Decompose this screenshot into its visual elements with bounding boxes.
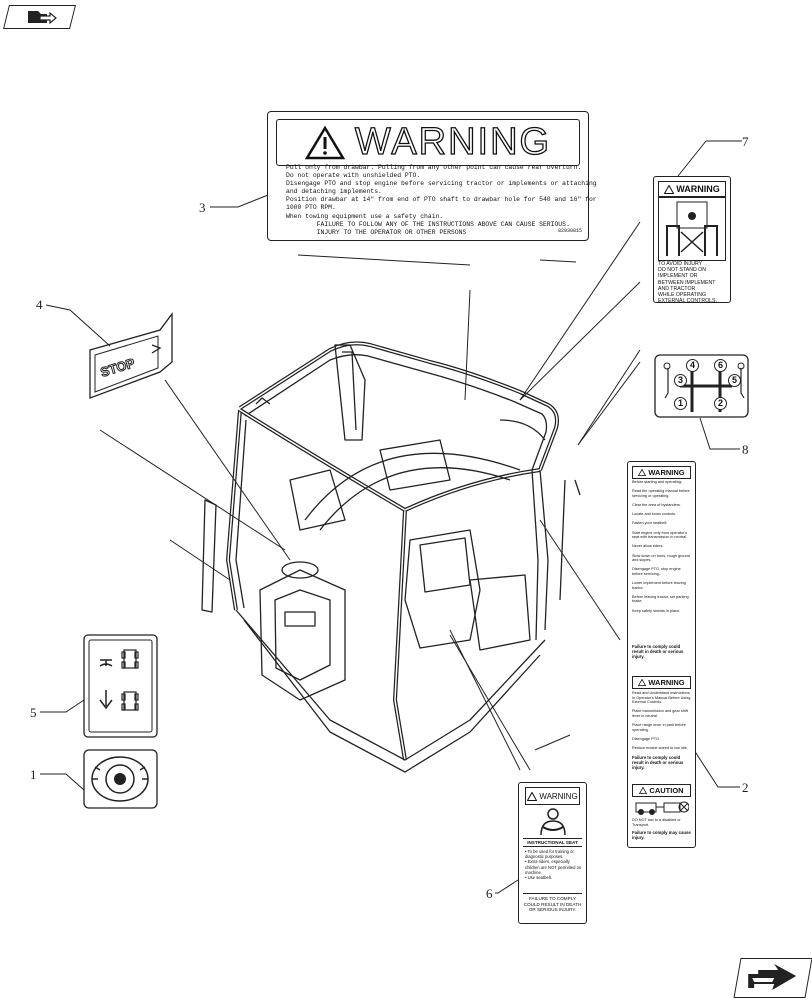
tractor-icon (666, 201, 718, 256)
decal-3-body: Pull only from drawbar. Pulling from any… (286, 164, 597, 236)
seatbelt-icon (540, 808, 566, 836)
decal-2-header-3: CAUTION (632, 784, 691, 797)
callout-8: 8 (742, 442, 749, 457)
warning-triangle-icon (664, 184, 675, 194)
decal-5-transport-symbols (83, 634, 158, 738)
decal-2-header-2: WARNING (632, 676, 691, 689)
decal-7-pictogram (658, 197, 726, 261)
decal-1-round-symbol (83, 749, 158, 809)
decal-7-warning-external-controls: WARNING TO AVOID INJURY DO NOT STAND ON … (653, 176, 731, 305)
tractor-icon (121, 649, 139, 711)
decal-3-code: 82930815 (557, 228, 582, 234)
callout-3: 3 (199, 200, 206, 215)
callout-1: 1 (30, 767, 37, 782)
callout-6: 6 (486, 886, 493, 901)
callout-5: 5 (30, 705, 37, 720)
decal-7-heading: WARNING (676, 184, 720, 194)
callout-7: 7 (742, 134, 749, 149)
decal-2-heading-3: CAUTION (649, 786, 684, 795)
decal-6-title: INSTRUCTIONAL SEAT (523, 838, 582, 847)
decal-2-heading-1: WARNING (648, 468, 685, 477)
decal-8-gear-numbers: 4 6 3 5 1 2 (655, 355, 748, 417)
decal-2-block-1: Before starting and operating: Read the … (632, 480, 690, 613)
decal-4-stop-label (89, 312, 173, 399)
decal-3-heading: WARNING (354, 120, 552, 163)
decal-3-header: WARNING (276, 119, 580, 166)
gear-3: 3 (674, 374, 687, 387)
decal-2-heading-2: WARNING (648, 678, 685, 687)
decal-2-block-2: Read and Understand Instructions In Oper… (632, 691, 691, 749)
gear-6: 6 (714, 359, 727, 372)
warning-triangle-icon (639, 787, 648, 794)
decal-6-instructional-seat: WARNING INSTRUCTIONAL SEAT • To be used … (518, 782, 587, 924)
decal-6-items: • To be used for training or diagnostic … (525, 849, 582, 881)
next-page-button[interactable] (733, 958, 812, 998)
gear-1: 1 (674, 397, 687, 410)
callout-4: 4 (36, 297, 43, 312)
decal-3-warning-drawbar: WARNING Pull only from drawbar. Pulling … (267, 111, 597, 241)
decal-2-block-3: DO NOT tow to a disabled or Transport. (632, 818, 682, 827)
gear-2: 2 (714, 397, 727, 410)
decal-6-header: WARNING (525, 787, 580, 805)
decal-2-header-1: WARNING (632, 466, 691, 479)
warning-triangle-icon (527, 791, 538, 801)
decal-6-heading: WARNING (539, 791, 578, 801)
callout-2: 2 (742, 780, 749, 795)
decal-7-text: TO AVOID INJURY DO NOT STAND ON IMPLEMEN… (658, 261, 717, 305)
decal-2-fail-3: Failure to comply may cause injury. (632, 830, 692, 840)
decal-2-fail-2: Failure to comply could result in death … (632, 755, 685, 770)
decal-2-warning-strip: WARNING Before starting and operating: R… (627, 461, 696, 848)
decal-2-fail-1: Failure to comply could result in death … (632, 644, 685, 659)
folder-arrow-button[interactable] (3, 5, 76, 29)
warning-triangle-icon (304, 125, 345, 159)
decal-7-header: WARNING (658, 181, 726, 197)
gear-4: 4 (686, 359, 699, 372)
decal-6-footer: FAILURE TO COMPLY COULD RESULT IN DEATH … (523, 893, 582, 913)
next-page-arrow-icon (748, 964, 797, 990)
warning-triangle-icon (638, 469, 647, 476)
warning-triangle-icon (638, 679, 647, 686)
prohibited-icon (635, 801, 689, 815)
gear-5: 5 (728, 374, 741, 387)
folder-arrow-icon (28, 11, 57, 25)
